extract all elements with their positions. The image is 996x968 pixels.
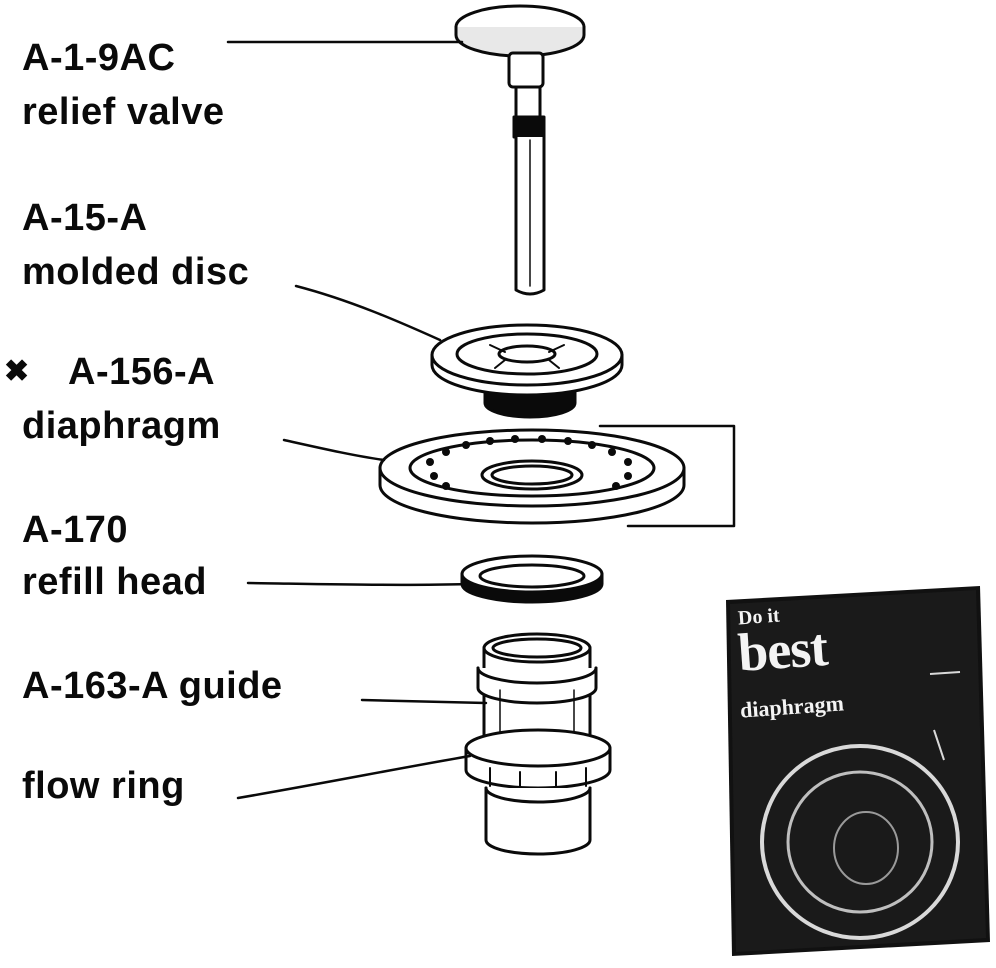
diaphragm-code: A-156-A — [68, 351, 216, 393]
flow-ring-name: flow ring — [22, 765, 185, 807]
refill-head-part — [460, 554, 604, 604]
leader-lines — [226, 40, 488, 800]
relief-valve-name: relief valve — [22, 91, 225, 133]
diaphragm-package — [726, 586, 990, 956]
refill-head-name: refill head — [22, 561, 207, 603]
diaphragm-marker-icon: ✖ — [4, 355, 30, 388]
diaphragm-name: diaphragm — [22, 405, 221, 447]
guide-label: A-163-A guide — [22, 665, 283, 707]
relief-valve-part — [454, 4, 586, 296]
molded-disc-part — [430, 323, 624, 419]
molded-disc-name: molded disc — [22, 251, 250, 293]
diaphragm-part — [378, 424, 736, 528]
relief-valve-code: A-1-9AC — [22, 37, 176, 79]
molded-disc-code: A-15-A — [22, 197, 148, 239]
package-brand-logo: best — [736, 616, 829, 684]
flow-ring-part — [464, 728, 612, 856]
refill-head-code: A-170 — [22, 509, 128, 551]
